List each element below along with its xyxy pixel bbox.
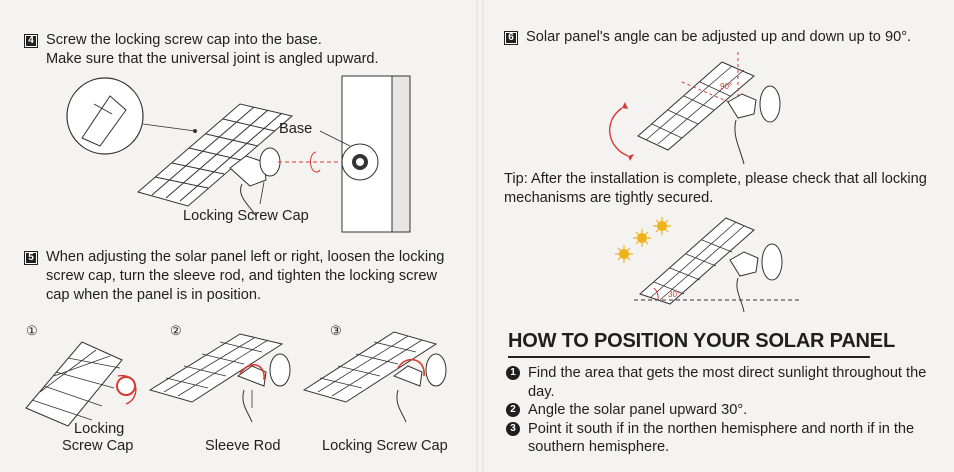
sub-step-2-illustration [148,333,291,423]
label-locking-screw-cap-3: Locking Screw Cap [322,438,448,454]
bullet-3-text: Point it south if in the northen hemisph… [528,420,915,456]
label-locking-screw-cap-4: Locking Screw Cap [183,208,309,224]
step-6: 6 Solar panel's angle can be adjusted up… [504,28,944,47]
step-5-number: 5 [24,251,38,265]
position-bullets: 1 Find the area that gets the most direc… [504,364,944,457]
step-4-illustration [66,75,411,233]
bullet-1: 1 Find the area that gets the most direc… [504,364,944,401]
tip: Tip: After the installation is complete,… [504,171,927,206]
sub-step-3-marker: ③ [330,323,342,338]
label-screw-cap-1: Screw Cap [62,438,134,454]
tip-illustration [615,217,800,313]
page-fold [476,0,484,472]
step-4-line-2: Make sure that the universal joint is an… [46,51,379,67]
label-locking-1: Locking [74,421,125,437]
bullet-3: 3 Point it south if in the northen hemis… [504,420,944,457]
bullet-2-text: Angle the solar panel upward 30°. [528,402,748,418]
step-4: 4 Screw the locking screw cap into the b… [24,31,464,69]
sub-step-2-marker: ② [170,323,182,338]
angle-label-90: 90° [720,82,733,91]
step-4-number: 4 [24,34,38,48]
sub-step-1-marker: ① [26,323,38,338]
section-heading: HOW TO POSITION YOUR SOLAR PANEL [508,330,895,352]
bullet-2: 2 Angle the solar panel upward 30°. [504,401,944,420]
heading-underline [508,356,870,358]
step-6-illustration [608,52,781,165]
angle-label-30: 30° [668,290,681,299]
bullet-3-marker: 3 [506,421,520,436]
step-6-number: 6 [504,31,518,45]
bullet-2-marker: 2 [506,403,520,417]
step-6-text: Solar panel's angle can be adjusted up a… [526,29,912,45]
bullet-1-marker: 1 [506,366,520,380]
sub-step-1-illustration [25,341,137,427]
step-5: 5 When adjusting the solar panel left or… [24,248,464,305]
label-sleeve-rod: Sleeve Rod [205,438,281,454]
label-base: Base [279,121,313,137]
step-4-line-1: Screw the locking screw cap into the bas… [46,32,322,48]
sub-step-3-illustration [302,331,447,423]
step-5-text: When adjusting the solar panel left or r… [46,249,445,303]
left-page: 4 Screw the locking screw cap into the b… [0,0,476,472]
step-4-text: Screw the locking screw cap into the bas… [46,31,464,69]
right-page: 6 Solar panel's angle can be adjusted up… [484,0,954,472]
bullet-1-text: Find the area that gets the most direct … [528,365,927,400]
